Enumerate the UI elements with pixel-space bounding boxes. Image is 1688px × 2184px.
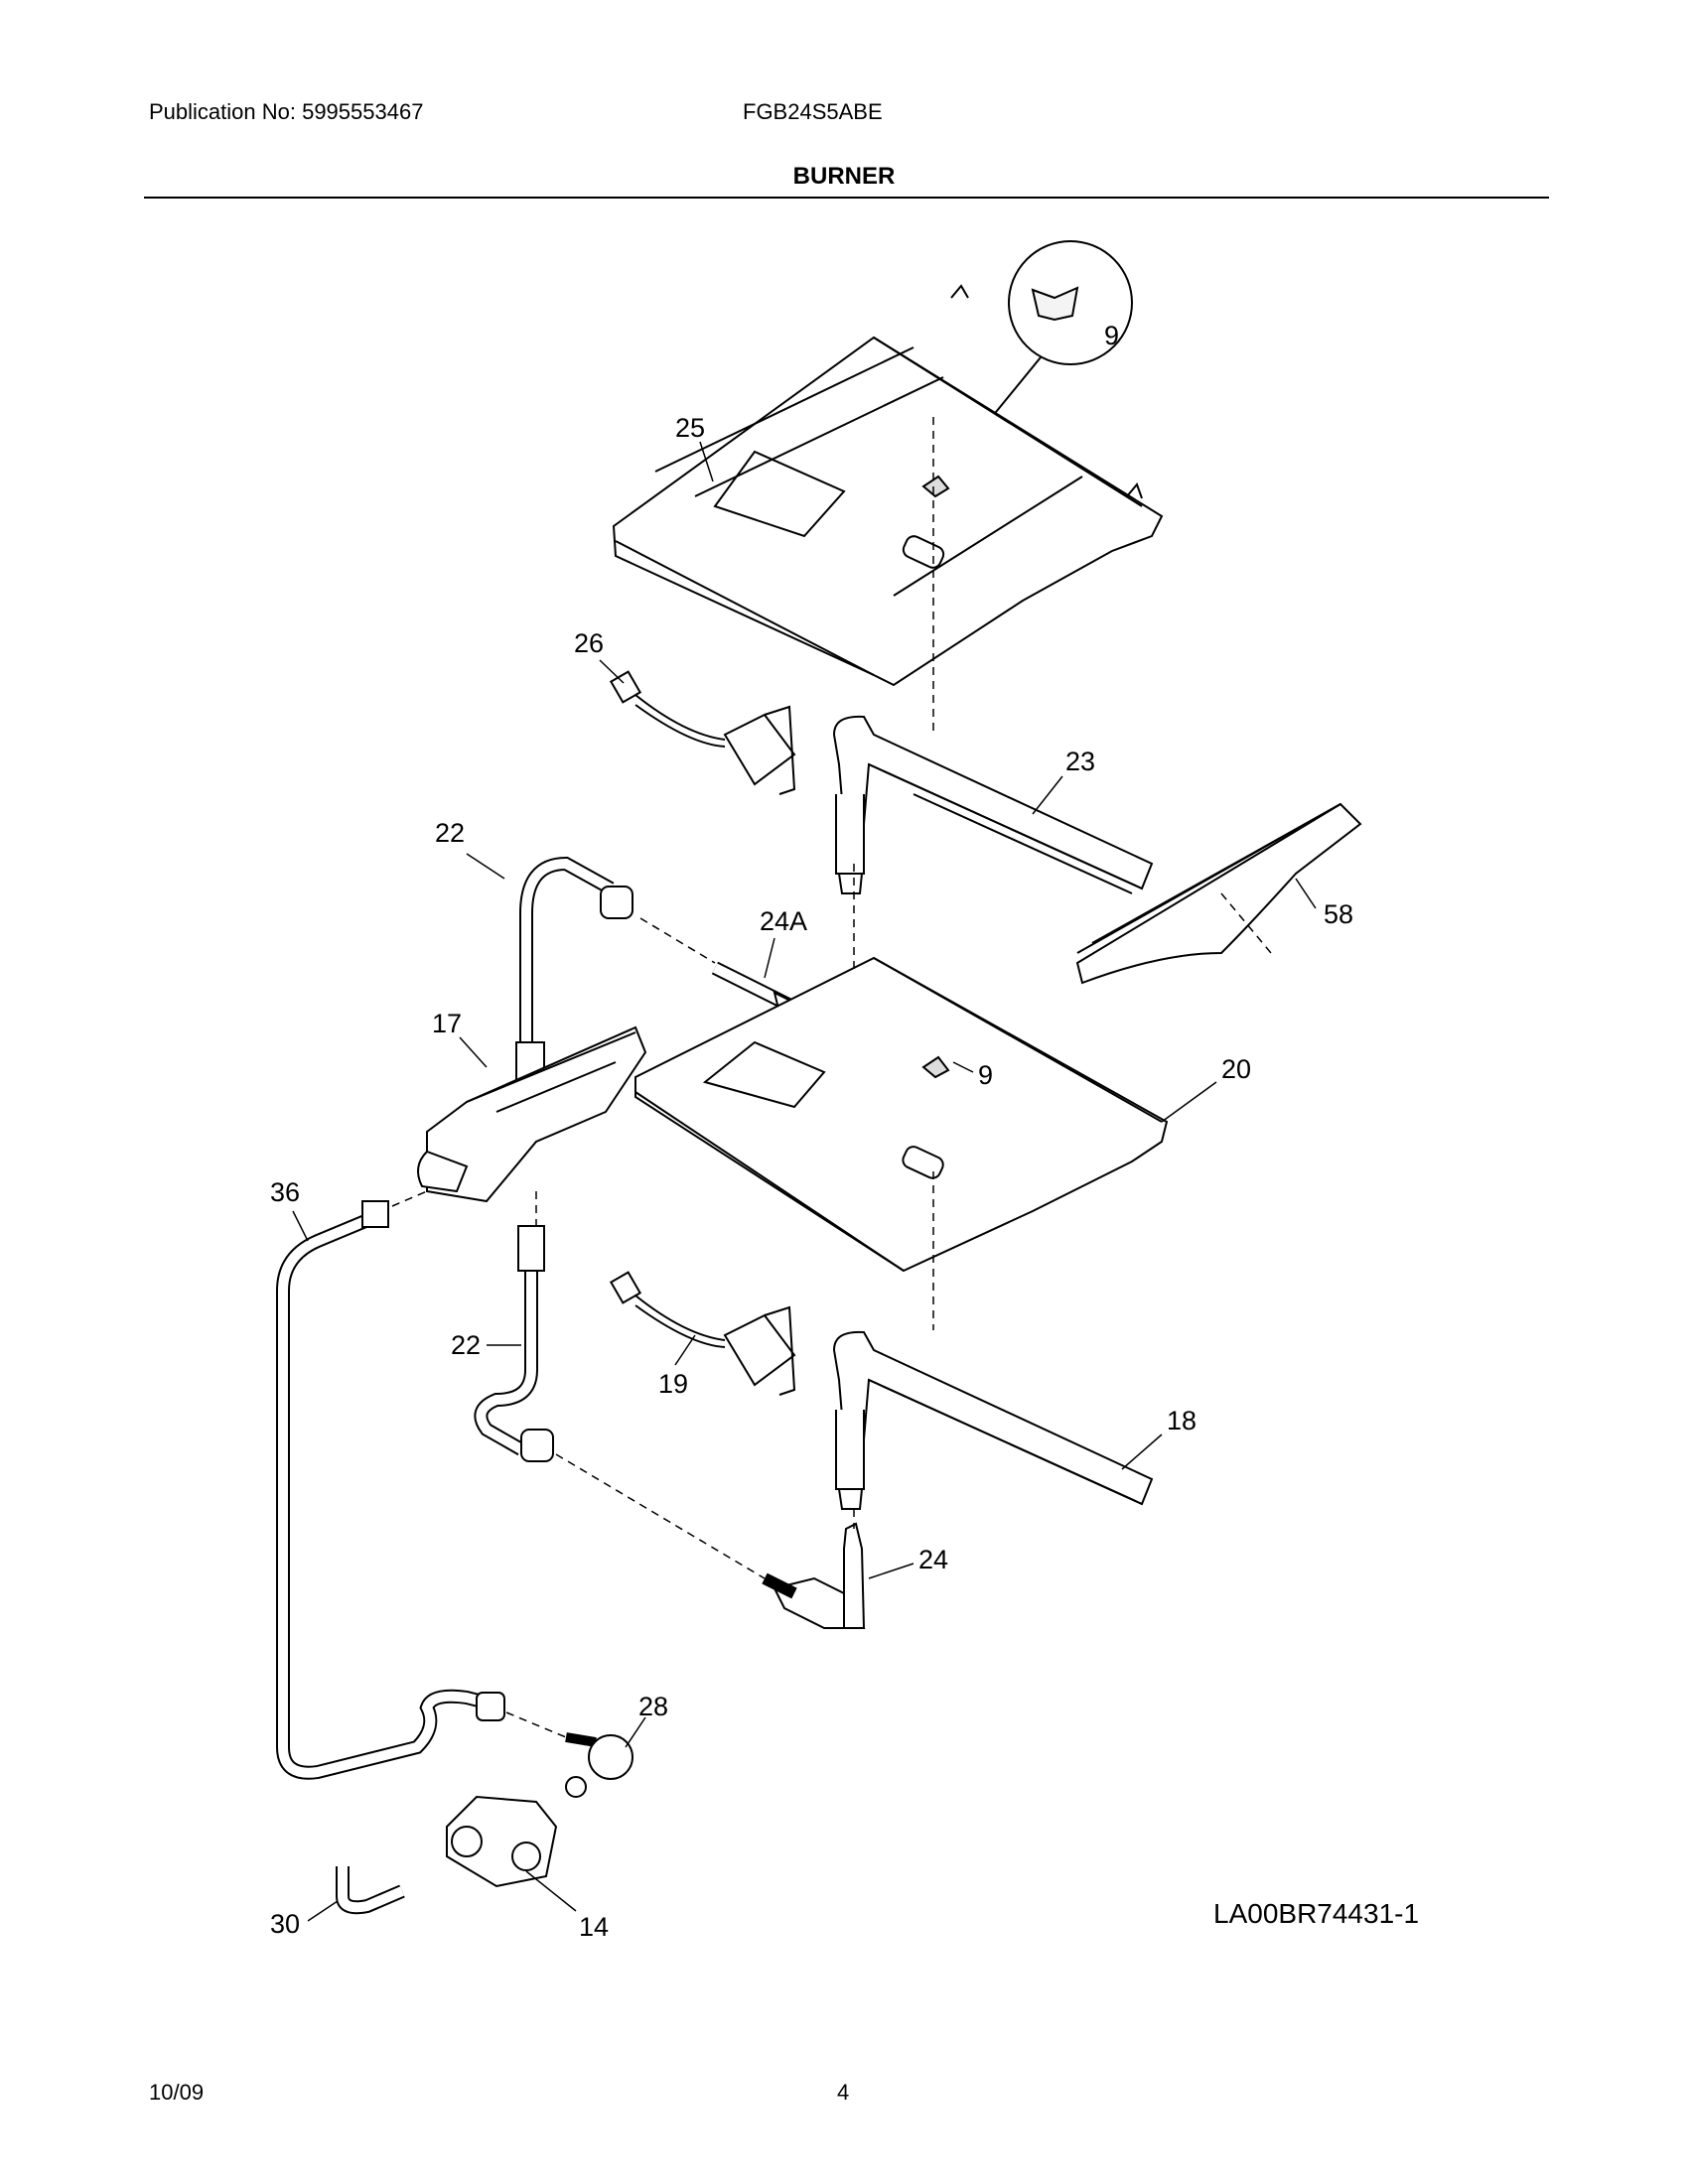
part-19-lower-igniter — [609, 1271, 796, 1396]
callout-36: 36 — [270, 1177, 300, 1207]
callout-19: 19 — [658, 1369, 688, 1399]
callout-17: 17 — [432, 1009, 462, 1038]
callout-25: 25 — [675, 413, 705, 443]
part-22-lower-gas-tube — [474, 1225, 554, 1462]
drawing-id: LA00BR74431-1 — [1213, 1898, 1420, 1929]
part-23-upper-burner-tube — [832, 715, 1154, 894]
callout-9-top: 9 — [1104, 321, 1119, 350]
callout-58: 58 — [1324, 899, 1353, 929]
part-25-upper-baffle — [612, 284, 1164, 687]
part-28-fitting — [565, 1732, 633, 1798]
header-rule — [144, 197, 1549, 199]
page-title: BURNER — [792, 163, 896, 190]
callout-9-mid: 9 — [978, 1060, 993, 1090]
model-number: FGB24S5ABE — [743, 99, 883, 124]
page-number: 4 — [837, 2080, 850, 2105]
part-24-orifice-holder — [762, 1522, 866, 1629]
callout-24: 24 — [918, 1545, 948, 1574]
callout-24a: 24A — [760, 906, 807, 936]
callout-18: 18 — [1167, 1406, 1196, 1435]
part-30-elbow — [336, 1866, 405, 1915]
callout-20: 20 — [1221, 1054, 1251, 1084]
callout-22-lower: 22 — [451, 1330, 481, 1360]
part-26-upper-igniter — [609, 670, 796, 795]
callout-22-upper: 22 — [435, 818, 465, 848]
footer-date: 10/09 — [149, 2080, 205, 2105]
callout-23: 23 — [1065, 747, 1095, 776]
part-36-flex-line — [276, 1200, 505, 1780]
part-58-bracket — [1075, 802, 1362, 985]
callout-26: 26 — [574, 628, 604, 658]
part-18-lower-burner-tube — [832, 1330, 1154, 1510]
alignment-lines — [391, 417, 1272, 1738]
publication-number: Publication No: 5995553467 — [149, 99, 424, 124]
leader-lines — [292, 441, 1317, 1922]
callout-30: 30 — [270, 1909, 300, 1939]
callout-28: 28 — [638, 1692, 668, 1721]
part-20-lower-baffle — [634, 956, 1169, 1273]
part-17-valve-assembly — [417, 1025, 647, 1203]
part-14-regulator — [446, 1795, 558, 1888]
callout-14: 14 — [579, 1912, 609, 1942]
